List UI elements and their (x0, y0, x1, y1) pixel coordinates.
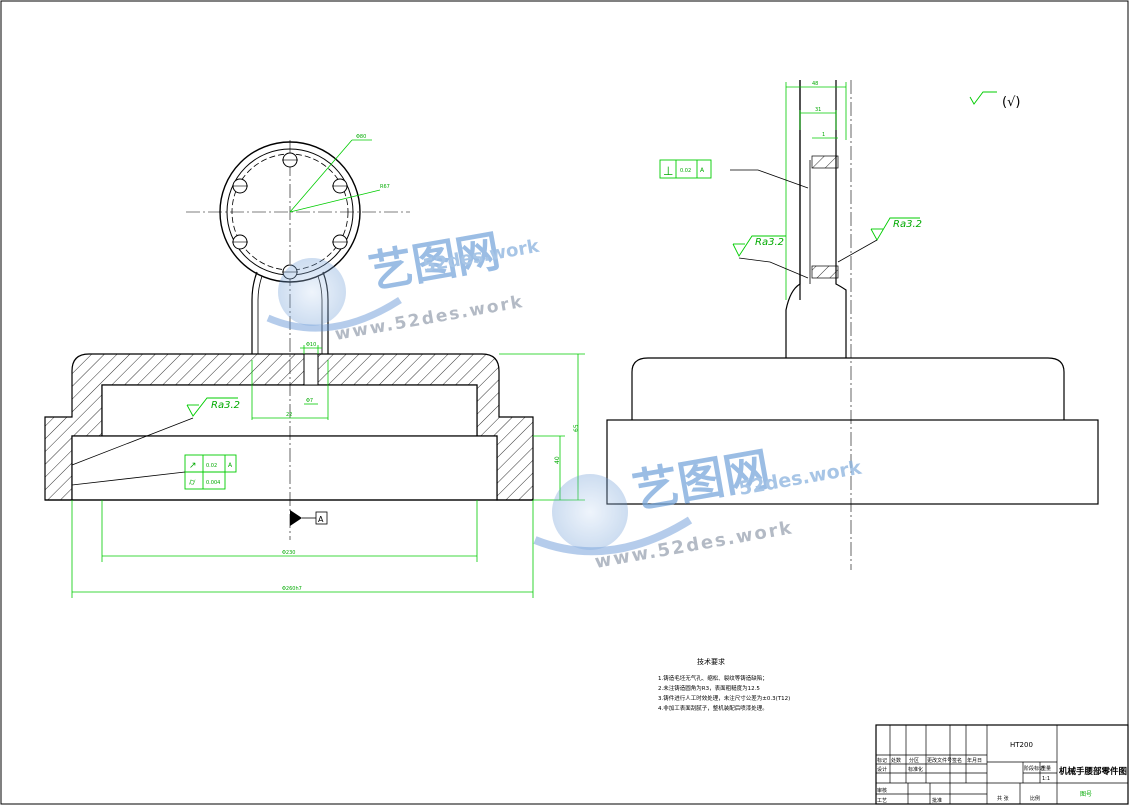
dim-circle-d1: Φ80 (356, 134, 366, 140)
dim-22: 22 (286, 412, 292, 418)
dim-bore-small2: Φ7 (306, 398, 313, 404)
svg-text:签名: 签名 (952, 757, 962, 764)
roughness-label-side-right: Ra3.2 (893, 219, 922, 230)
svg-text:批准: 批准 (932, 797, 942, 804)
roughness-symbol-front (186, 397, 238, 417)
circle-dimensions (289, 139, 381, 213)
perp-datum: A (700, 167, 705, 174)
technical-requirements: 技术要求 1.铸造毛坯无气孔、缩松、裂纹等铸造缺陷； 2.未注铸造圆角为R3，表… (658, 657, 790, 712)
tech-req-item-1: 1.铸造毛坯无气孔、缩松、裂纹等铸造缺陷； (658, 674, 768, 682)
front-section-view: Φ80 R67 Φ10 Φ7 22 65 40 (44, 134, 585, 598)
tolerance-frame-front (184, 454, 237, 490)
cyl-value: 0.004 (206, 480, 220, 486)
runout-value: 0.02 (206, 463, 217, 469)
svg-text:1:1: 1:1 (1042, 776, 1050, 782)
dim-bore-small: Φ10 (306, 342, 316, 348)
side-top-dims (785, 82, 847, 300)
tech-req-item-3: 3.铸件进行人工时效处理，未注尺寸公差为±0.3(T12) (658, 694, 790, 702)
roughness-label-front: Ra3.2 (211, 400, 240, 411)
svg-text:处数: 处数 (891, 757, 901, 764)
dim-top-inner: 31 (815, 107, 821, 113)
title-block (875, 724, 1129, 805)
perp-symbol: ⊥ (663, 164, 673, 178)
drawing-title: 机械手腰部零件图 (1059, 766, 1127, 777)
material-label: HT200 (1010, 741, 1033, 749)
tech-req-item-4: 4.非加工表面刮腻子，整机装配后喷漆处理。 (658, 704, 768, 712)
svg-text:重量: 重量 (1041, 765, 1051, 772)
runout-symbol: ↗ (189, 461, 197, 471)
side-view: 48 31 1 ⊥ 0.02 A Ra3.2 Ra3.2 (√) (606, 80, 1099, 570)
roughness-rest (969, 91, 997, 105)
side-neck (785, 80, 847, 358)
svg-text:年月日: 年月日 (967, 757, 982, 764)
roughness-label-side-left: Ra3.2 (755, 237, 784, 248)
datum-label: A (318, 515, 324, 524)
side-base (606, 419, 1099, 505)
svg-text:阶段标记: 阶段标记 (1024, 765, 1044, 772)
dim-height-total: 65 (573, 424, 580, 432)
side-shoulder (631, 357, 1065, 420)
dim-top-outer: 48 (812, 81, 818, 87)
roughness-symbol-side-right (870, 217, 920, 241)
tech-req-title: 技术要求 (697, 657, 725, 666)
datum-triangle (290, 510, 302, 526)
dim-outer-dia: Φ260h7 (282, 586, 302, 592)
roughness-rest-mark: (√) (1002, 95, 1020, 110)
dim-bore-dia: Φ230 (282, 550, 295, 556)
svg-text:共 张: 共 张 (997, 795, 1009, 802)
front-dimensions (71, 345, 585, 598)
watermark-1: 艺图网 52des.work www.52des.work (266, 226, 542, 345)
title-block-text: 标记 处数 分区 更改文件号 签名 年月日 设计 标准化 审核 工艺 批准 阶段… (877, 757, 1051, 804)
svg-text:标记: 标记 (877, 757, 887, 764)
dim-small: 1 (822, 132, 825, 138)
drawing-code: 图号 (1080, 791, 1092, 798)
runout-datum: A (228, 462, 233, 469)
svg-text:更改文件号: 更改文件号 (927, 757, 952, 764)
dim-height-lower: 40 (554, 456, 561, 464)
tolerance-frame-side (659, 159, 712, 179)
svg-text:审核: 审核 (877, 787, 887, 794)
svg-text:标准化: 标准化 (908, 766, 923, 773)
dim-circle-d2: R67 (380, 184, 390, 190)
roughness-symbol-side-left (732, 235, 786, 257)
cyl-symbol: ⌭ (189, 478, 196, 488)
perp-value: 0.02 (680, 168, 691, 174)
svg-text:分区: 分区 (909, 757, 919, 764)
tech-req-item-2: 2.未注铸造圆角为R3，表面粗糙度为12.5 (658, 684, 760, 692)
svg-text:设计: 设计 (877, 766, 887, 773)
svg-text:工艺: 工艺 (877, 798, 887, 804)
svg-text:比例: 比例 (1030, 795, 1040, 802)
